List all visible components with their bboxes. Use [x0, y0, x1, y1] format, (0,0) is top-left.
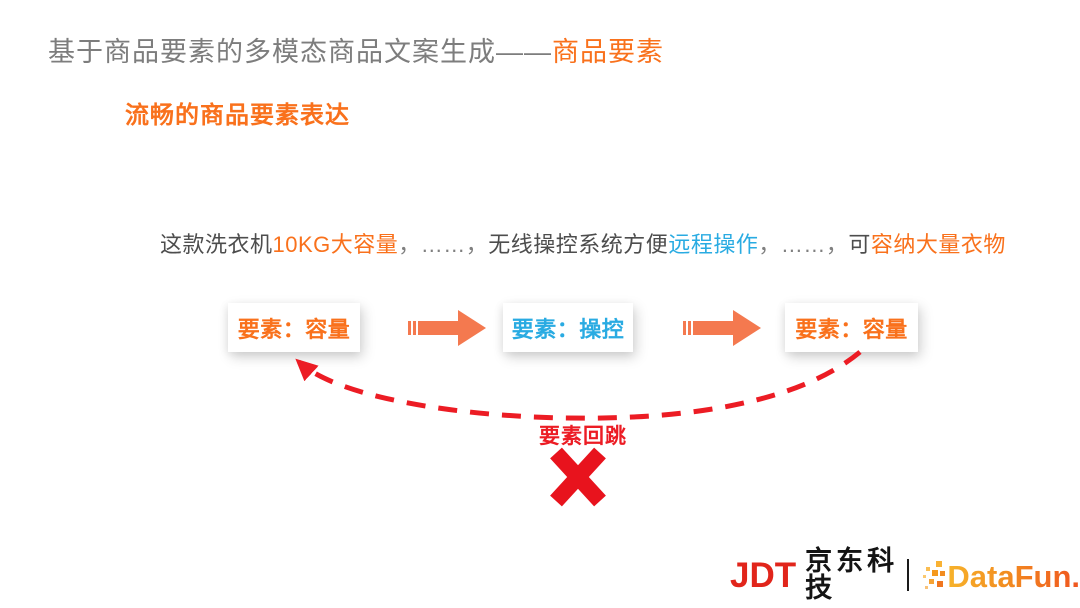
- page-title-highlight: 商品要素: [552, 37, 664, 67]
- jd-tech-logo-text: 京东科技: [805, 546, 899, 603]
- example-sentence: 这款洗衣机10KG大容量，……，无线操控系统方便远程操作，……，可容纳大量衣物: [160, 227, 1006, 259]
- sentence-segment-ellipsis: ，……，: [758, 232, 849, 257]
- sentence-segment: 这款洗衣机: [160, 232, 273, 257]
- footer-divider: [907, 559, 910, 591]
- sentence-segment-highlight-clothes: 容纳大量衣物: [870, 232, 1006, 257]
- element-box-label: 要素：容量: [237, 316, 351, 342]
- element-box-capacity-1: 要素：容量: [228, 303, 360, 352]
- element-box-control: 要素：操控: [503, 303, 633, 352]
- sentence-segment-highlight-capacity: 10KG大容量: [272, 232, 399, 257]
- page-title-prefix: 基于商品要素的多模态商品文案生成——: [48, 37, 552, 67]
- page-title: 基于商品要素的多模态商品文案生成——商品要素: [48, 30, 664, 69]
- element-box-label: 要素：操控: [511, 316, 625, 342]
- footer-logos: JDT 京东科技 DataFun.: [730, 548, 1080, 602]
- jump-back-dashed-arrow-icon: [275, 342, 875, 447]
- error-cross-icon: [547, 447, 609, 512]
- sentence-segment: 可: [848, 232, 871, 257]
- section-subtitle: 流畅的商品要素表达: [125, 102, 350, 129]
- datafun-dots-icon: [923, 561, 946, 589]
- element-box-label: 要素：容量: [795, 316, 908, 342]
- jump-back-label: 要素回跳: [539, 425, 627, 448]
- datafun-logo-text: DataFun.: [947, 559, 1080, 594]
- flow-arrow-icon: [408, 306, 488, 355]
- datafun-logo: DataFun.: [922, 558, 1080, 592]
- sentence-segment-highlight-control: 远程操作: [668, 232, 759, 257]
- jdt-logo: JDT: [730, 555, 797, 595]
- sentence-segment-ellipsis: ，……，: [398, 232, 489, 257]
- sentence-segment: 无线操控系统方便: [488, 232, 669, 257]
- flow-arrow-icon: [683, 306, 763, 355]
- element-box-capacity-2: 要素：容量: [785, 303, 918, 352]
